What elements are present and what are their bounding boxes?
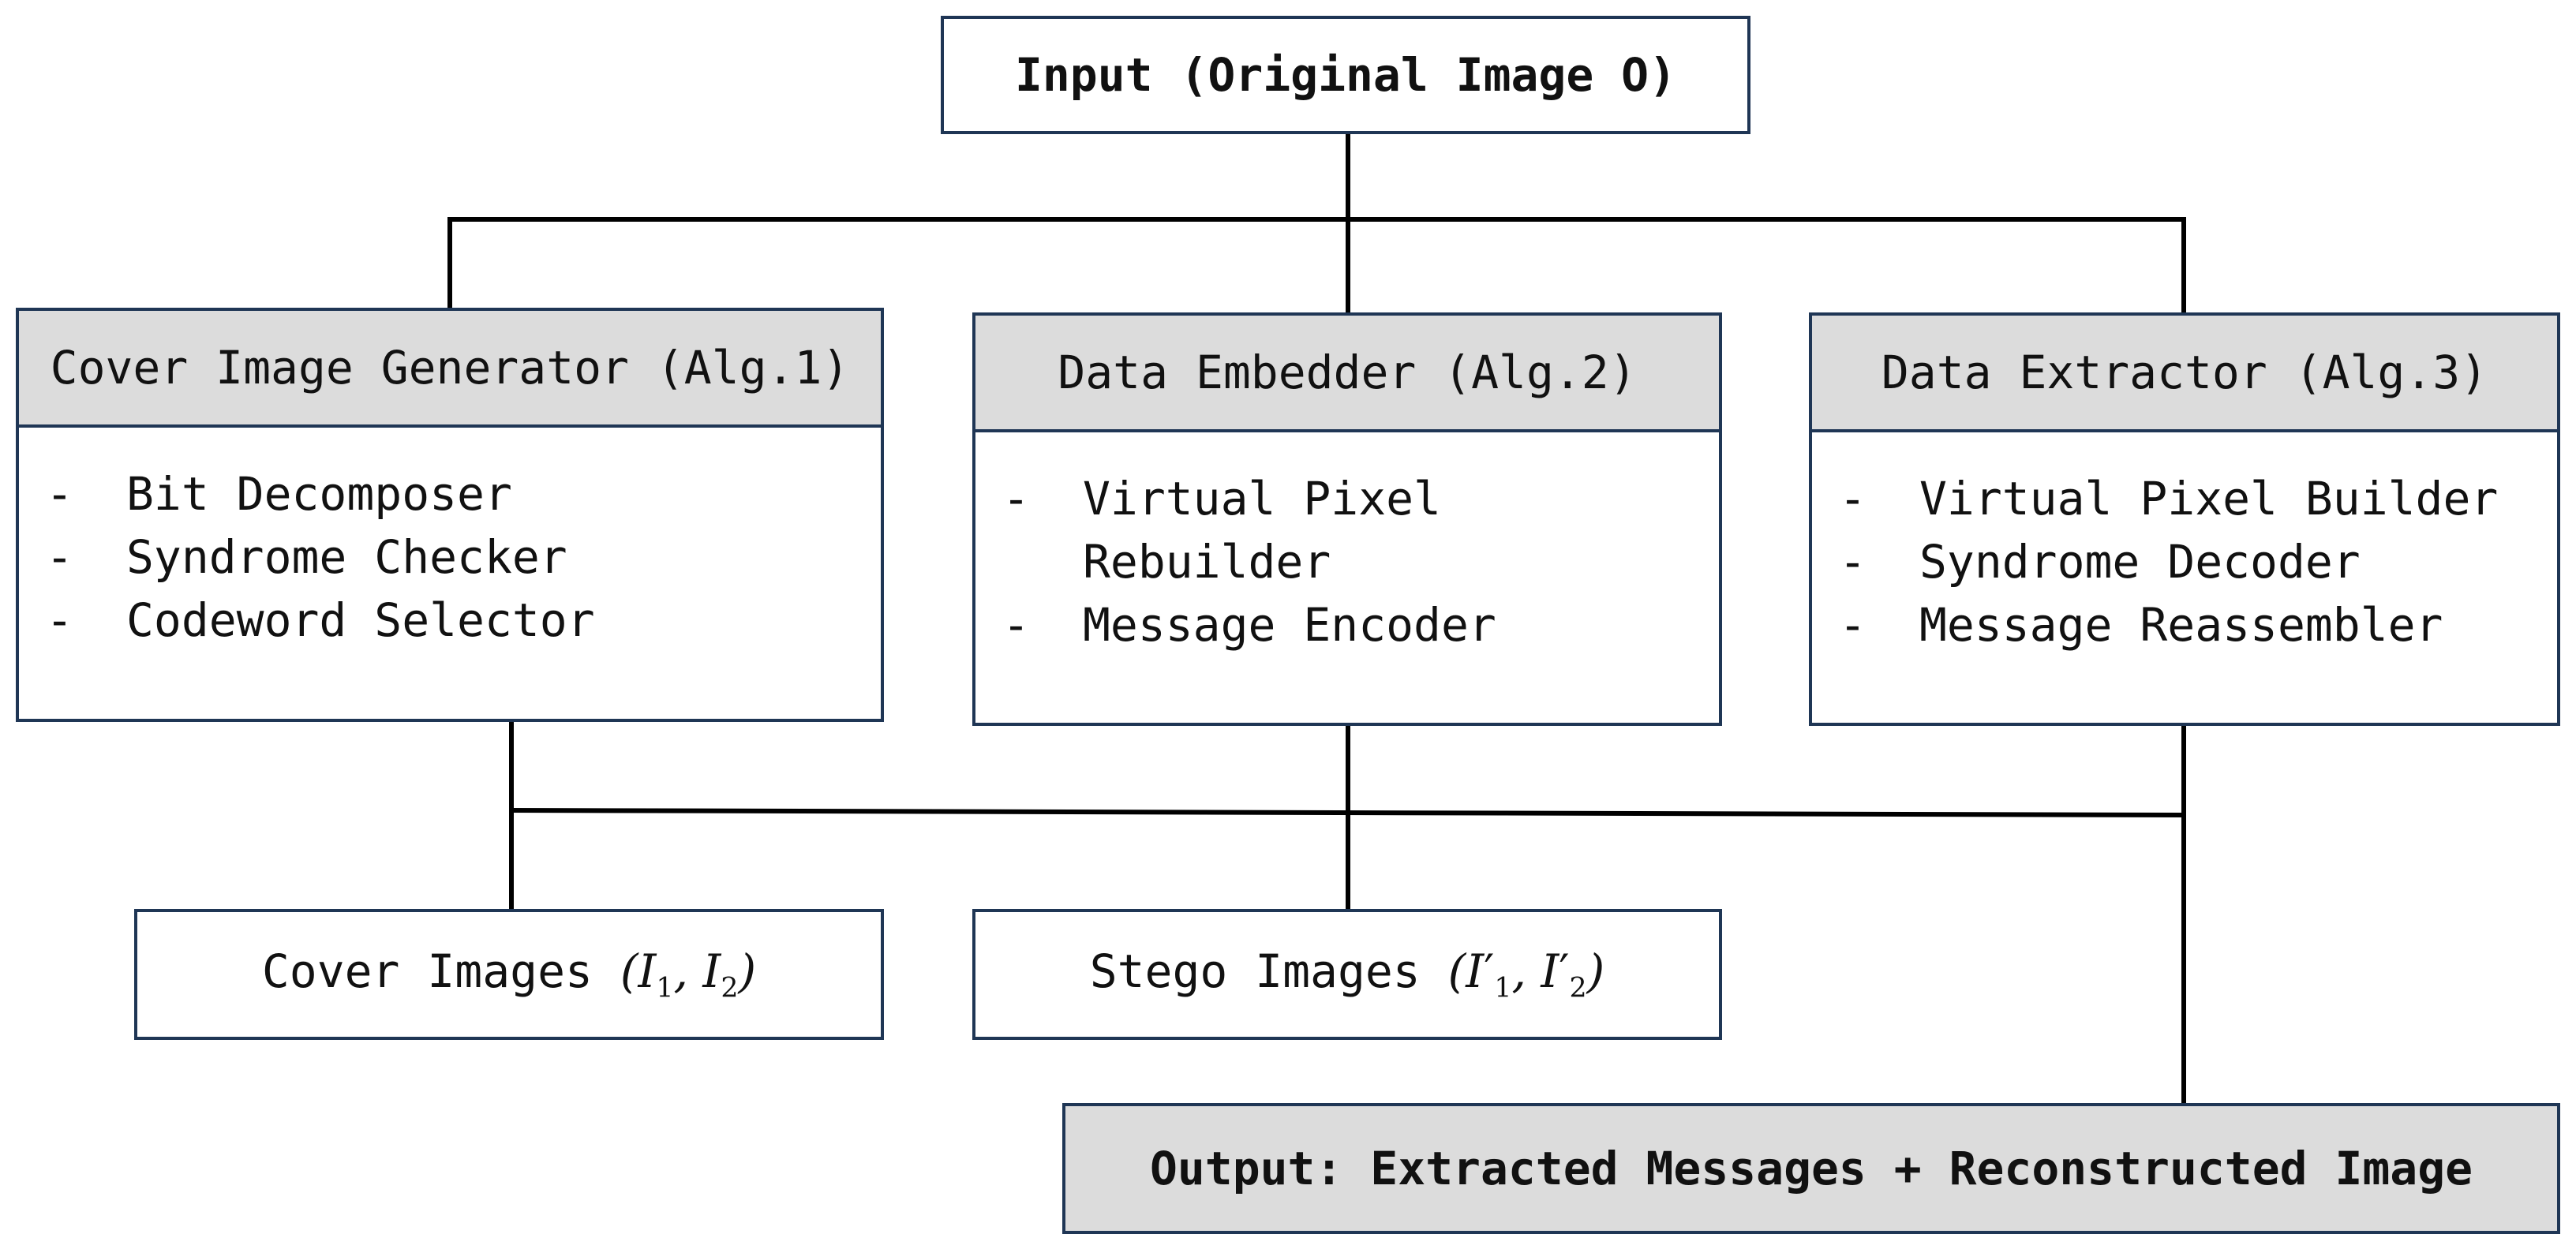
cover-images-formula: (I1, I2) xyxy=(620,944,757,1004)
data-extractor-components: -Virtual Pixel Builder -Syndrome Decoder… xyxy=(1812,432,2557,656)
bullet-dash: - xyxy=(46,467,73,521)
stego-images-label: Stego Images (I′1, I′2) xyxy=(1089,944,1605,1004)
bullet-dash: - xyxy=(1839,535,1866,589)
data-extractor-title: Data Extractor (Alg.3) xyxy=(1812,316,2557,432)
component-item: -Virtual Pixel Builder xyxy=(1839,467,2557,530)
data-embedder-components: -Virtual Pixel Rebuilder -Message Encode… xyxy=(975,432,1719,656)
cover-images-label: Cover Images (I1, I2) xyxy=(261,944,757,1004)
bullet-dash: - xyxy=(1002,598,1030,652)
component-item: -Syndrome Checker xyxy=(46,525,881,589)
bullet-dash: - xyxy=(46,593,73,647)
connector-bottom-bus xyxy=(508,807,2187,818)
cover-image-generator-box: Cover Image Generator (Alg.1) -Bit Decom… xyxy=(16,308,884,722)
component-item: -Codeword Selector xyxy=(46,589,881,652)
data-embedder-title: Data Embedder (Alg.2) xyxy=(975,316,1719,432)
bullet-dash: - xyxy=(46,530,73,584)
output-label: Output: Extracted Messages + Reconstruct… xyxy=(1149,1142,2473,1195)
cover-images-box: Cover Images (I1, I2) xyxy=(134,909,884,1040)
input-label: Input (Original Image O) xyxy=(1014,48,1677,102)
component-item: -Message Encoder xyxy=(1002,593,1719,656)
cover-image-generator-title: Cover Image Generator (Alg.1) xyxy=(19,311,881,428)
data-embedder-box: Data Embedder (Alg.2) -Virtual Pixel Reb… xyxy=(972,312,1722,726)
component-item: -Message Reassembler xyxy=(1839,593,2557,656)
component-item: -Bit Decomposer xyxy=(46,462,881,525)
stego-images-box: Stego Images (I′1, I′2) xyxy=(972,909,1722,1040)
output-box: Output: Extracted Messages + Reconstruct… xyxy=(1062,1103,2560,1234)
bullet-dash: - xyxy=(1839,598,1866,652)
stego-images-formula: (I′1, I′2) xyxy=(1447,944,1605,1004)
component-item: -Syndrome Decoder xyxy=(1839,530,2557,593)
bullet-dash: - xyxy=(1839,472,1866,525)
cover-image-generator-components: -Bit Decomposer -Syndrome Checker -Codew… xyxy=(19,428,881,652)
data-extractor-box: Data Extractor (Alg.3) -Virtual Pixel Bu… xyxy=(1809,312,2560,726)
input-box: Input (Original Image O) xyxy=(941,16,1750,134)
bullet-dash: - xyxy=(1002,472,1030,525)
component-item: -Virtual Pixel Rebuilder xyxy=(1002,467,1525,593)
